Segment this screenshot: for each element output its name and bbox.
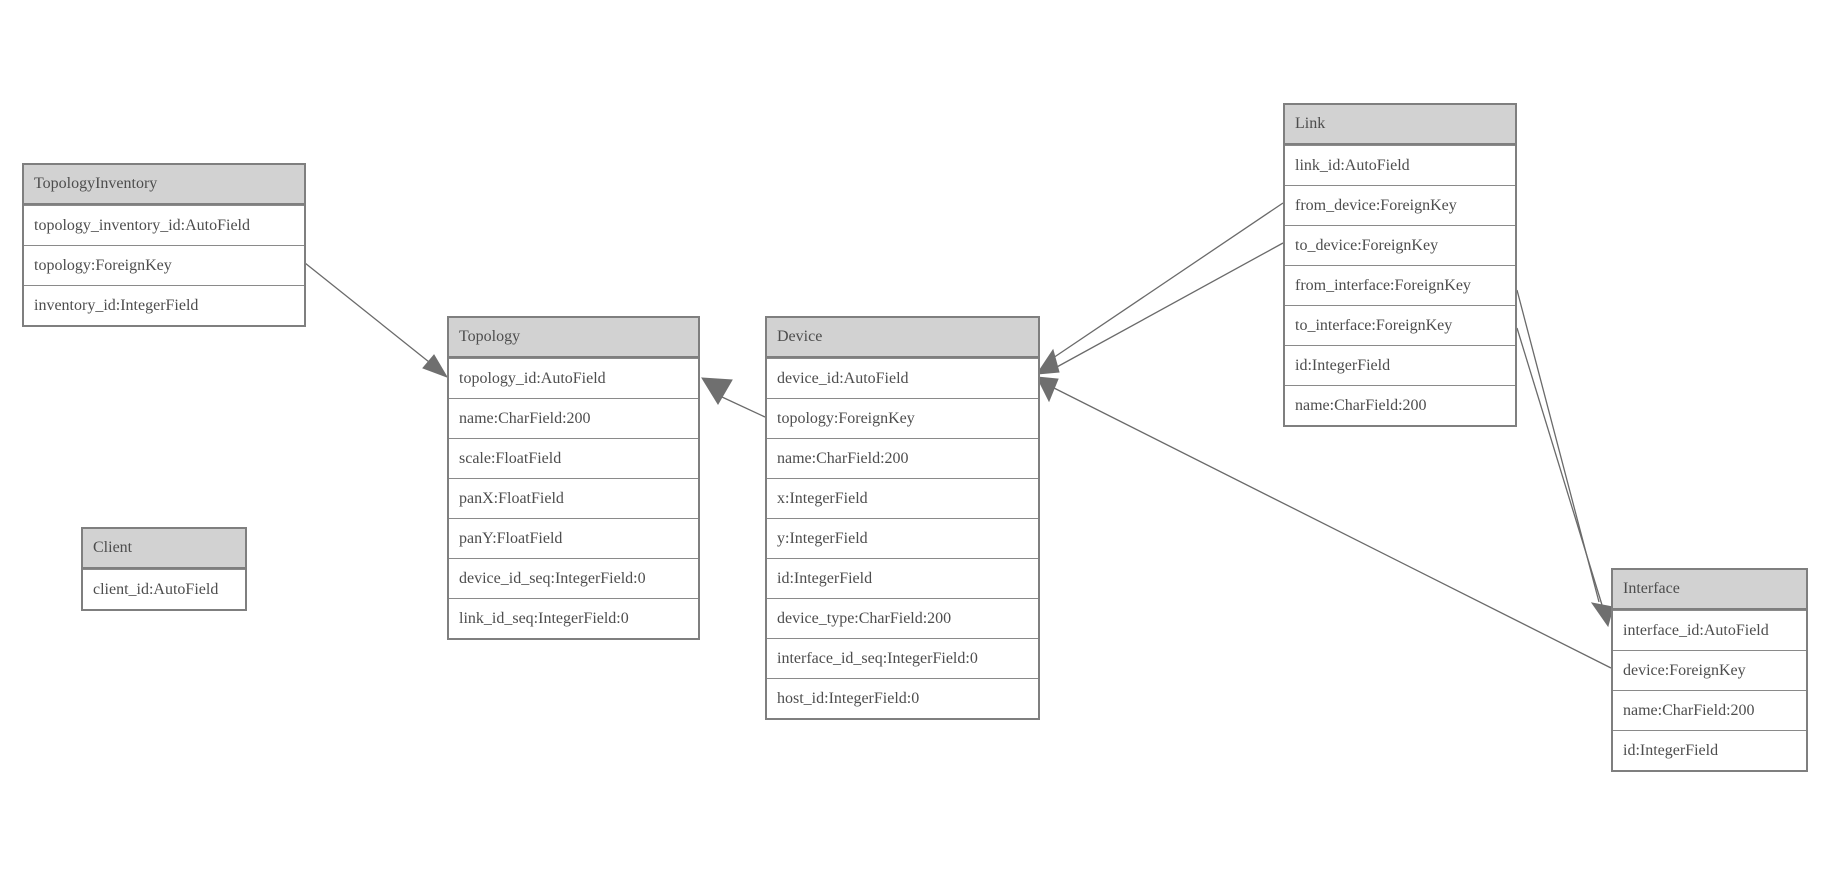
field-link-from-device: from_device:ForeignKey <box>1285 185 1515 225</box>
field-device-id: device_id:AutoField <box>767 358 1038 398</box>
field-device-host-id: host_id:IntegerField:0 <box>767 678 1038 718</box>
edge-interface-device <box>1051 386 1612 669</box>
field-device-y: y:IntegerField <box>767 518 1038 558</box>
entity-header-topologyinventory: TopologyInventory <box>24 165 304 205</box>
field-topology-scale: scale:FloatField <box>449 438 698 478</box>
entity-table-topology: Topology topology_id:AutoField name:Char… <box>447 316 700 640</box>
entity-header-link: Link <box>1285 105 1515 145</box>
edge-device-topology <box>721 396 766 418</box>
edge-link-fromdevice-device <box>1052 202 1284 359</box>
field-interface-id: interface_id:AutoField <box>1613 610 1806 650</box>
field-link-to-device: to_device:ForeignKey <box>1285 225 1515 265</box>
edge-link-tointerface-interface <box>1516 327 1603 606</box>
field-interface-device: device:ForeignKey <box>1613 650 1806 690</box>
entity-header-interface: Interface <box>1613 570 1806 610</box>
field-link-id: link_id:AutoField <box>1285 145 1515 185</box>
field-topology-panx: panX:FloatField <box>449 478 698 518</box>
entity-header-topology: Topology <box>449 318 698 358</box>
field-topology-id: topology_id:AutoField <box>449 358 698 398</box>
entity-header-client: Client <box>83 529 245 569</box>
edge-link-todevice-device <box>1054 242 1284 369</box>
edge-topologyinventory-topology <box>304 262 430 363</box>
field-device-id-int: id:IntegerField <box>767 558 1038 598</box>
field-link-to-interface: to_interface:ForeignKey <box>1285 305 1515 345</box>
field-topology-name: name:CharField:200 <box>449 398 698 438</box>
field-device-interface-id-seq: interface_id_seq:IntegerField:0 <box>767 638 1038 678</box>
field-topology-inventory-id: topology_inventory_id:AutoField <box>24 205 304 245</box>
field-link-id-int: id:IntegerField <box>1285 345 1515 385</box>
field-device-type: device_type:CharField:200 <box>767 598 1038 638</box>
arrowhead-topologyinventory-topology <box>422 354 449 378</box>
field-link-name: name:CharField:200 <box>1285 385 1515 425</box>
entity-table-link: Link link_id:AutoField from_device:Forei… <box>1283 103 1517 427</box>
field-client-id: client_id:AutoField <box>83 569 245 609</box>
arrowhead-link-device <box>1036 348 1060 375</box>
entity-table-interface: Interface interface_id:AutoField device:… <box>1611 568 1808 772</box>
field-topology-pany: panY:FloatField <box>449 518 698 558</box>
entity-table-topologyinventory: TopologyInventory topology_inventory_id:… <box>22 163 306 327</box>
field-topologyinventory-topology: topology:ForeignKey <box>24 245 304 285</box>
field-inventory-id: inventory_id:IntegerField <box>24 285 304 325</box>
field-topology-device-id-seq: device_id_seq:IntegerField:0 <box>449 558 698 598</box>
field-device-name: name:CharField:200 <box>767 438 1038 478</box>
field-interface-name: name:CharField:200 <box>1613 690 1806 730</box>
entity-table-device: Device device_id:AutoField topology:Fore… <box>765 316 1040 720</box>
field-topology-link-id-seq: link_id_seq:IntegerField:0 <box>449 598 698 638</box>
arrowhead-device-topology <box>701 377 733 405</box>
field-link-from-interface: from_interface:ForeignKey <box>1285 265 1515 305</box>
field-device-x: x:IntegerField <box>767 478 1038 518</box>
arrowhead-interface-device <box>1036 376 1059 403</box>
field-device-topology: topology:ForeignKey <box>767 398 1038 438</box>
arrowhead-link-interface <box>1590 602 1614 628</box>
entity-header-device: Device <box>767 318 1038 358</box>
entity-table-client: Client client_id:AutoField <box>81 527 247 611</box>
field-interface-id-int: id:IntegerField <box>1613 730 1806 770</box>
